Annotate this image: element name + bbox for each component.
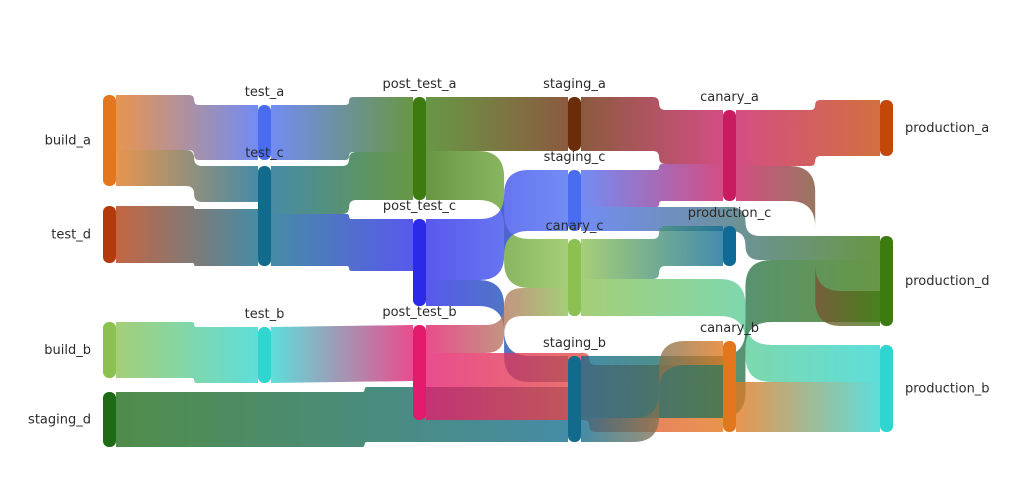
sankey-node-canary-c[interactable] [568,239,581,316]
node-label-canary-a: canary_a [700,90,759,105]
node-label-post-test-c: post_test_c [383,199,456,214]
node-label-build-a: build_a [45,134,91,149]
sankey-link[interactable] [581,207,880,260]
sankey-node-test-d[interactable] [103,206,116,263]
sankey-link[interactable] [271,214,413,271]
sankey-link[interactable] [426,151,568,288]
node-label-build-b: build_b [44,343,91,358]
sankey-link[interactable] [426,97,568,151]
sankey-node-build-b[interactable] [103,322,116,378]
sankey-node-test-b[interactable] [258,327,271,383]
node-label-production-b: production_b [905,382,990,397]
node-label-canary-b: canary_b [700,321,759,336]
sankey-link[interactable] [116,95,258,160]
sankey-link[interactable] [736,382,880,432]
node-label-production-a: production_a [905,121,989,136]
sankey-node-production-c[interactable] [723,226,736,266]
sankey-node-canary-a[interactable] [723,110,736,201]
sankey-link[interactable] [426,288,568,353]
node-label-test-d: test_d [51,228,91,243]
sankey-link[interactable] [581,226,723,279]
sankey-node-post-test-b[interactable] [413,325,426,420]
sankey-node-production-d[interactable] [880,236,893,326]
node-label-production-d: production_d [905,274,990,289]
sankey-link[interactable] [581,279,880,382]
sankey-link[interactable] [581,164,723,207]
sankey-link[interactable] [116,150,258,202]
nodes-layer [103,95,893,447]
sankey-link[interactable] [426,170,568,280]
node-label-test-a: test_a [245,85,284,100]
sankey-link[interactable] [581,341,723,442]
sankey-node-staging-b[interactable] [568,356,581,442]
sankey-link[interactable] [116,322,258,383]
sankey-link[interactable] [271,152,413,214]
node-label-staging-b: staging_b [543,336,606,351]
sankey-node-post-test-a[interactable] [413,97,426,200]
sankey-node-production-b[interactable] [880,345,893,432]
sankey-node-production-a[interactable] [880,100,893,156]
node-label-test-b: test_b [245,307,285,322]
node-label-staging-d: staging_d [28,413,91,428]
sankey-link[interactable] [736,166,880,326]
sankey-node-test-a[interactable] [258,105,271,160]
node-label-production-c: production_c [688,206,771,221]
node-label-canary-c: canary_c [545,219,603,234]
sankey-node-canary-b[interactable] [723,341,736,432]
node-label-post-test-a: post_test_a [382,77,456,92]
sankey-node-staging-d[interactable] [103,392,116,447]
node-label-staging-a: staging_a [543,77,606,92]
sankey-link[interactable] [581,260,880,418]
node-label-post-test-b: post_test_b [382,305,456,320]
sankey-link[interactable] [581,97,723,164]
sankey-link[interactable] [116,206,258,266]
node-label-test-c: test_c [245,146,284,161]
sankey-node-staging-a[interactable] [568,97,581,151]
links-layer [116,95,880,447]
sankey-node-build-a[interactable] [103,95,116,186]
sankey-node-test-c[interactable] [258,166,271,266]
sankey-node-staging-c[interactable] [568,170,581,231]
sankey-link[interactable] [271,97,413,160]
sankey-link[interactable] [736,100,880,166]
sankey-link[interactable] [271,325,413,383]
node-label-staging-c: staging_c [544,150,606,165]
labels-layer: build_a test_d build_b staging_d test_a test_… [28,77,990,428]
sankey-node-post-test-c[interactable] [413,219,426,306]
